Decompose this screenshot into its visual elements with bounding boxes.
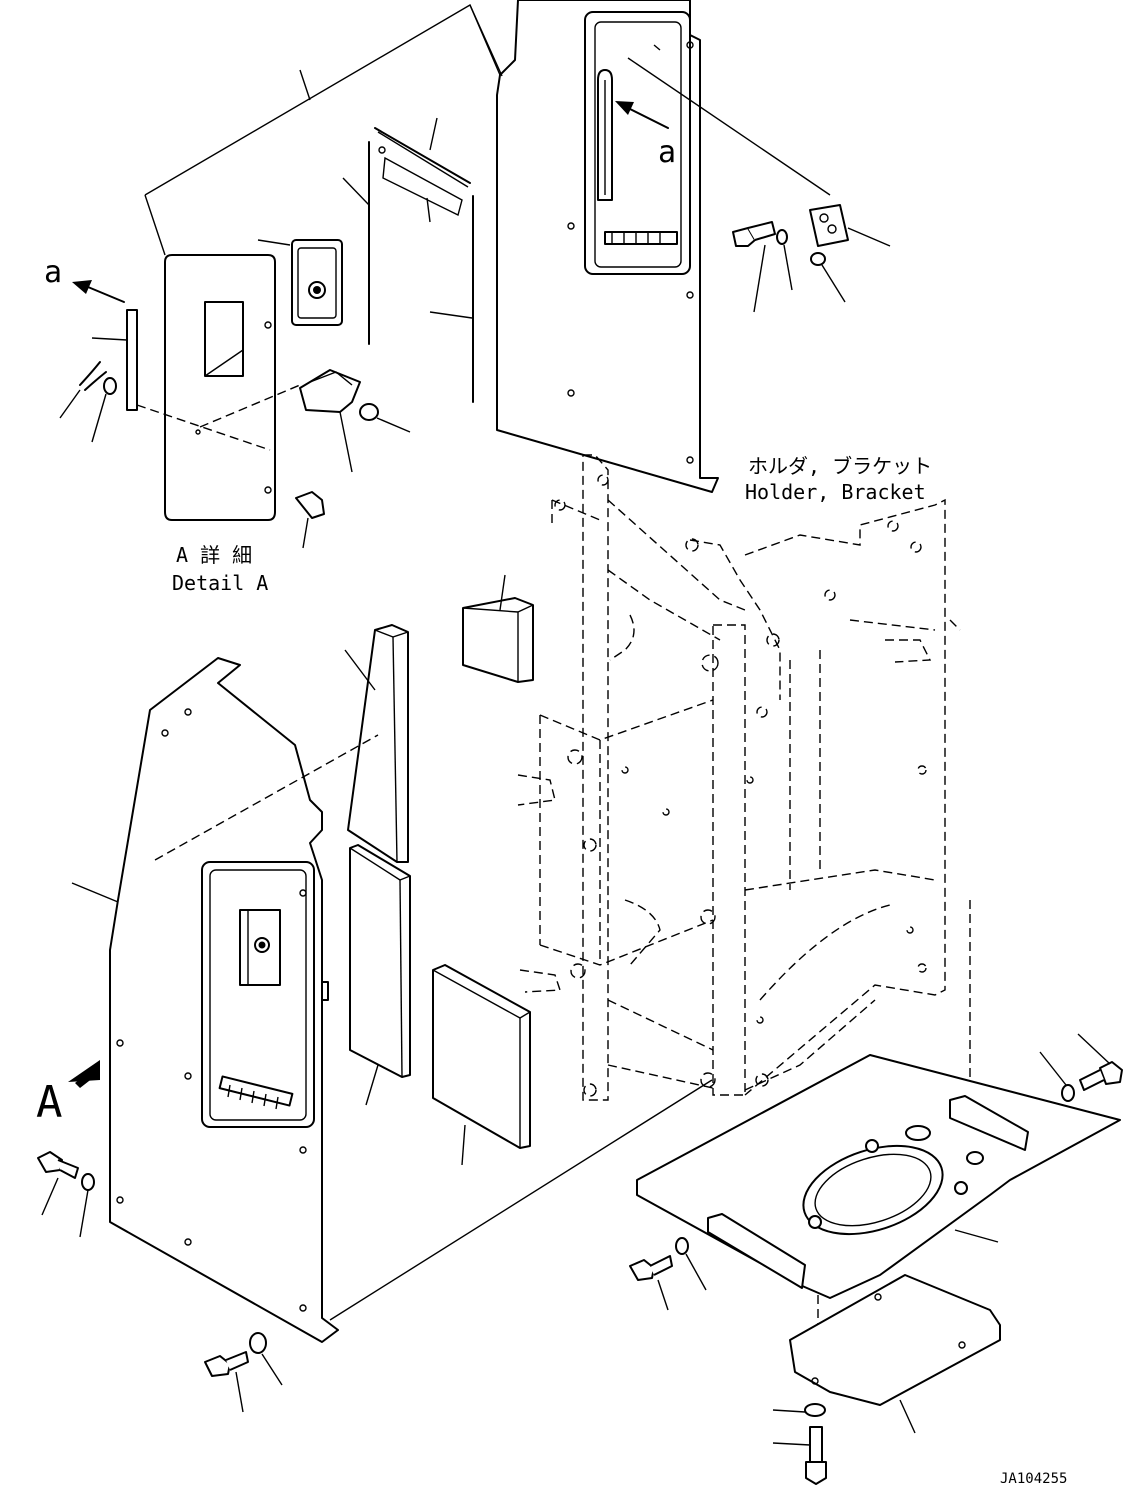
detail-a-group: a — [44, 3, 503, 549]
foam-block-mid — [349, 844, 411, 1106]
bottom-washer — [772, 1403, 826, 1417]
bottom-cover-plate — [789, 1274, 1001, 1434]
upper-cover-panel — [496, 0, 719, 493]
arrow-a-left-label: a — [44, 255, 62, 290]
drawing-id: JA104255 — [1000, 1471, 1067, 1487]
arrow-a-top-label: a — [658, 135, 676, 170]
arrow-a-top: a — [615, 101, 676, 170]
holder-label-jp: ホルダ, ブラケット — [748, 454, 932, 478]
foam-block-tapered — [344, 624, 409, 863]
plate-bolt-left — [629, 1255, 673, 1311]
latch-striker-plate — [809, 204, 891, 247]
upper-nut — [810, 252, 846, 303]
left-bolt-upper — [37, 1151, 79, 1216]
base-plate — [636, 1054, 1121, 1299]
left-washer-upper — [79, 1173, 95, 1238]
bottom-bolt — [772, 1426, 827, 1485]
upper-bolt — [732, 221, 776, 313]
left-bolt-lower — [204, 1351, 249, 1413]
side-cover-panel — [71, 657, 379, 1343]
plate-washer-left — [675, 1237, 707, 1291]
right-washer — [1039, 1051, 1075, 1102]
detail-label-jp: A 詳 細 — [176, 543, 252, 567]
detail-label-en: Detail A — [172, 571, 268, 595]
right-bolt — [1077, 1033, 1123, 1091]
view-a-arrow: A — [36, 1060, 100, 1128]
foam-block-large — [432, 964, 531, 1166]
foam-block-small — [462, 574, 534, 683]
upper-washer — [776, 229, 793, 291]
left-washer-lower — [249, 1332, 283, 1386]
view-a-label: A — [36, 1077, 63, 1128]
holder-bracket-frame — [517, 454, 961, 1101]
holder-label-en: Holder, Bracket — [745, 480, 926, 504]
